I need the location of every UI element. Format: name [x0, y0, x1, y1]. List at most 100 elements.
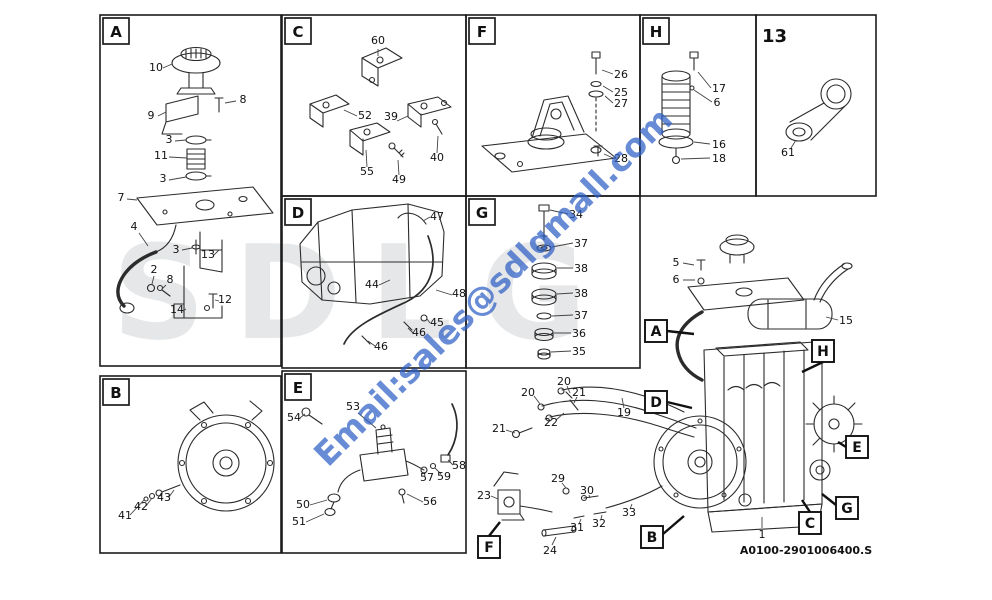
- panel-g-label: G: [476, 204, 488, 222]
- panel-d-label-box: [284, 198, 312, 226]
- part-callout: 41: [118, 509, 132, 522]
- panel-13: 13 61: [755, 14, 877, 197]
- panel-a: A 10 8 9 3 11 3 7: [99, 14, 282, 367]
- panel-b-label-box: [102, 378, 130, 406]
- part-callout: 1: [759, 528, 766, 541]
- panel-d-label: D: [292, 204, 304, 222]
- part-callout: 19: [617, 406, 631, 419]
- ref-box-d: D: [644, 390, 668, 414]
- part-callout: 54: [287, 411, 301, 424]
- panel-b-frame: [99, 375, 282, 554]
- part-callout: 38: [574, 287, 588, 300]
- panel-e-leader-lines: [299, 412, 454, 523]
- part-callout: 3: [173, 243, 180, 256]
- part-callout: 60: [371, 34, 385, 47]
- part-callout: 15: [839, 314, 853, 327]
- part-callout: 29: [551, 472, 565, 485]
- ref-box-c-label: C: [805, 516, 815, 532]
- panel-d-leader-lines: [367, 216, 453, 347]
- panel-13-leader-lines: [790, 139, 797, 149]
- part-callout: 22: [544, 416, 558, 429]
- panel-h-label-box: [642, 17, 670, 45]
- ref-box-f-label: F: [484, 540, 494, 556]
- part-callout: 16: [712, 138, 726, 151]
- panel-c-brackets-drawing: [309, 47, 452, 158]
- part-callout: 44: [365, 278, 379, 291]
- panel-d: D 47 44 48 45 46 46: [281, 195, 467, 369]
- panel-b-flywheel-housing-drawing: [143, 400, 275, 512]
- panel-g-leader-lines: [549, 209, 574, 353]
- part-callout: 47: [430, 210, 444, 223]
- ref-leader-lines: [488, 329, 847, 537]
- main-leader-lines: [490, 262, 839, 546]
- part-callout: 46: [412, 326, 426, 339]
- ref-box-c: C: [798, 511, 822, 535]
- panel-h-hose-drawing: [658, 51, 699, 165]
- sdlg-watermark: SDLG: [112, 217, 615, 369]
- part-callout: 7: [118, 191, 125, 204]
- part-callout: 3: [160, 172, 167, 185]
- part-callout: 51: [292, 515, 306, 528]
- part-callout: 39: [384, 110, 398, 123]
- panel-h: H 17 6 16 18: [639, 14, 757, 197]
- part-callout: 34: [569, 208, 583, 221]
- part-callout: 17: [712, 82, 726, 95]
- part-callout: 21: [572, 386, 586, 399]
- part-callout: 43: [157, 491, 171, 504]
- panel-e-label-box: [284, 373, 312, 401]
- part-callout: 36: [572, 327, 586, 340]
- panel-a-air-cleaner-drawing: [116, 46, 274, 319]
- panel-c: C 60 52 39 55 49 40: [281, 14, 467, 197]
- part-callout: 2: [151, 263, 158, 276]
- panel-e-label: E: [293, 379, 303, 397]
- main-assembly: A D B F C G E H 5 6 15 20 21 20 21 22 19…: [477, 234, 869, 559]
- ref-box-h-label: H: [817, 344, 829, 360]
- panel-f: F 26 25 27 28: [465, 14, 641, 197]
- part-callout: 50: [296, 498, 310, 511]
- panel-c-leader-lines: [343, 49, 439, 176]
- panel-e-frame: [281, 370, 467, 554]
- ref-box-e-label: E: [852, 440, 862, 456]
- panel-g-frame: [465, 195, 641, 369]
- panel-g-label-box: [468, 198, 496, 226]
- part-callout: 20: [521, 386, 535, 399]
- part-callout: 30: [580, 484, 594, 497]
- part-callout: 25: [614, 86, 628, 99]
- panel-d-engine-pipes-drawing: [299, 203, 445, 345]
- main-engine-drawing: [493, 234, 863, 537]
- panel-g-washer-stack-drawing: [531, 204, 557, 360]
- drawing-number: A0100-2901006400.S: [740, 544, 872, 557]
- part-callout: 24: [543, 544, 557, 557]
- part-callout: 8: [167, 273, 174, 286]
- panel-a-label: A: [110, 23, 122, 41]
- ref-box-g: G: [835, 496, 859, 520]
- panel-c-label: C: [292, 23, 303, 41]
- panel-13-label: 13: [762, 26, 787, 47]
- part-callout: 10: [149, 61, 163, 74]
- panel-a-leader-lines: [126, 63, 237, 312]
- ref-box-h: H: [811, 339, 835, 363]
- part-callout: 18: [712, 152, 726, 165]
- part-callout: 42: [134, 500, 148, 513]
- panel-a-label-box: [102, 17, 130, 45]
- panel-f-label: F: [477, 23, 487, 41]
- panel-c-label-box: [284, 17, 312, 45]
- panel-a-frame: [99, 14, 282, 367]
- part-callout: 46: [374, 340, 388, 353]
- panel-e: E 54 53 58 59 57 50 56 51: [281, 370, 467, 554]
- part-callout: 8: [240, 93, 247, 106]
- part-callout: 32: [592, 517, 606, 530]
- ref-box-a-label: A: [651, 324, 662, 340]
- ref-box-b: B: [640, 525, 664, 549]
- part-callout: 38: [574, 262, 588, 275]
- panel-b-leader-lines: [129, 489, 175, 516]
- part-callout: 37: [574, 237, 588, 250]
- part-callout: 27: [614, 97, 628, 110]
- part-callout: 6: [714, 96, 721, 109]
- part-callout: 23: [477, 489, 491, 502]
- ref-box-a: A: [644, 319, 668, 343]
- part-callout: 12: [218, 293, 232, 306]
- part-callout: 5: [673, 256, 680, 269]
